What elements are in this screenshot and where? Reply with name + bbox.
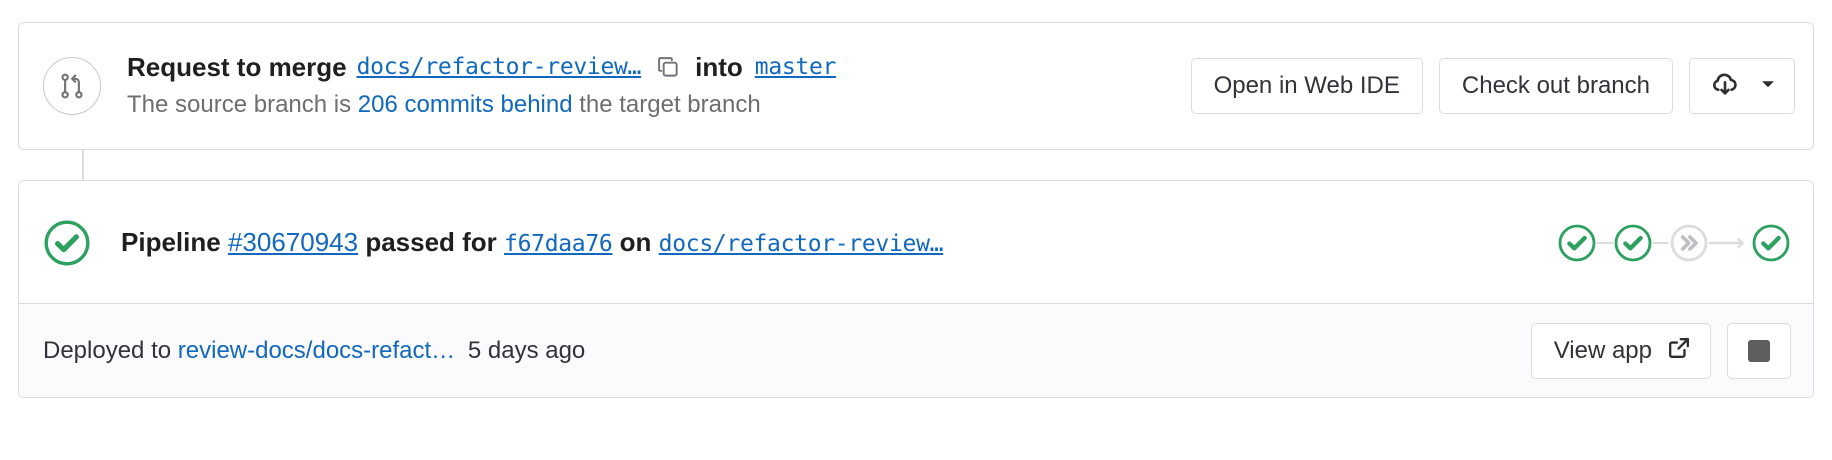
merge-request-text: Request to merge docs/refactor-review… i… bbox=[127, 50, 1171, 122]
pipeline-summary-text: Pipeline #30670943 passed for f67daa76 o… bbox=[121, 225, 1533, 261]
stop-environment-icon bbox=[1748, 339, 1770, 362]
commit-sha-link[interactable]: f67daa76 bbox=[504, 231, 613, 257]
branch-status-suffix: the target branch bbox=[579, 91, 761, 118]
deployment-environment-link[interactable]: review-docs/docs-refact… bbox=[177, 336, 456, 364]
into-label: into bbox=[695, 52, 743, 82]
chevron-down-icon bbox=[1758, 74, 1778, 99]
copy-to-clipboard-icon[interactable] bbox=[653, 52, 683, 82]
deployment-footer: Deployed to review-docs/docs-refact… 5 d… bbox=[19, 303, 1813, 397]
pipeline-label: Pipeline bbox=[121, 227, 221, 257]
branch-status-line: The source branch is 206 commits behind … bbox=[127, 88, 1171, 122]
cloud-download-icon bbox=[1710, 69, 1740, 104]
deployment-time-ago: 5 days ago bbox=[467, 336, 586, 364]
pipeline-stages bbox=[1557, 223, 1791, 263]
deployment-actions: View app bbox=[1530, 322, 1791, 379]
merge-title-prefix: Request to merge bbox=[127, 52, 347, 82]
external-link-icon bbox=[1666, 335, 1692, 366]
stage-arrow-icon bbox=[1708, 236, 1751, 250]
deployment-status-text: Deployed to review-docs/docs-refact… 5 d… bbox=[43, 336, 1531, 366]
merge-request-icon bbox=[43, 57, 101, 115]
view-app-label: View app bbox=[1553, 336, 1652, 364]
pipeline-on-label: on bbox=[619, 227, 652, 257]
pipeline-stage-2-success-icon[interactable] bbox=[1613, 223, 1653, 263]
pipeline-stage-4-success-icon[interactable] bbox=[1751, 223, 1791, 263]
status-success-icon bbox=[43, 219, 91, 267]
stage-connector-2 bbox=[1653, 242, 1669, 244]
check-out-branch-button[interactable]: Check out branch bbox=[1438, 58, 1673, 114]
download-dropdown-button[interactable] bbox=[1689, 58, 1795, 114]
card-connector-line bbox=[82, 150, 84, 180]
open-in-web-ide-button[interactable]: Open in Web IDE bbox=[1190, 58, 1423, 114]
source-branch-link[interactable]: docs/refactor-review… bbox=[356, 54, 642, 80]
merge-request-card: Request to merge docs/refactor-review… i… bbox=[18, 22, 1814, 150]
target-branch-link[interactable]: master bbox=[754, 54, 837, 80]
pipeline-id-link[interactable]: #30670943 bbox=[227, 227, 359, 257]
pipeline-stage-3-skipped-icon[interactable] bbox=[1669, 223, 1709, 263]
merge-title-line: Request to merge docs/refactor-review… i… bbox=[127, 50, 1171, 84]
commits-behind-link[interactable]: 206 commits behind bbox=[357, 91, 573, 118]
pipeline-result: passed for bbox=[365, 227, 497, 257]
pipeline-branch-link[interactable]: docs/refactor-review… bbox=[658, 231, 944, 257]
stage-connector-1 bbox=[1597, 242, 1613, 244]
pipeline-stage-1-success-icon[interactable] bbox=[1557, 223, 1597, 263]
stop-environment-button[interactable] bbox=[1727, 322, 1791, 379]
view-app-button[interactable]: View app bbox=[1530, 322, 1711, 379]
merge-request-actions: Open in Web IDE Check out branch bbox=[1190, 58, 1795, 114]
deployment-prefix: Deployed to bbox=[43, 336, 172, 364]
pipeline-card: Pipeline #30670943 passed for f67daa76 o… bbox=[18, 180, 1814, 398]
branch-status-prefix: The source branch is bbox=[127, 91, 352, 118]
